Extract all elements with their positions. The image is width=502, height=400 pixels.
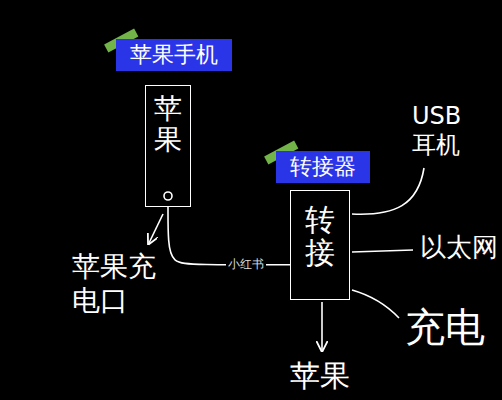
node-text: 苹果 bbox=[154, 94, 182, 156]
leader-arrow bbox=[321, 302, 323, 350]
leader-line bbox=[352, 250, 413, 252]
handwritten-label: 充电 bbox=[405, 303, 500, 351]
node-text: 转接 bbox=[305, 203, 335, 269]
handwritten-label: USB耳机 bbox=[412, 102, 474, 160]
phone-box: 苹果手机苹果 bbox=[145, 85, 191, 207]
handwritten-label: 苹果 bbox=[290, 358, 360, 394]
node-heading: 苹果手机 bbox=[116, 39, 232, 71]
handwritten-label: 苹果充电口 bbox=[72, 250, 172, 317]
adapter-box: 转接器转接 bbox=[290, 190, 350, 300]
handwritten-label: 以太网 bbox=[420, 232, 502, 263]
node-heading: 转接器 bbox=[276, 151, 370, 183]
port-symbol bbox=[164, 192, 172, 200]
leader-arrow bbox=[149, 214, 163, 243]
leader-line bbox=[352, 290, 399, 318]
watermark: 小红书 bbox=[226, 257, 266, 271]
